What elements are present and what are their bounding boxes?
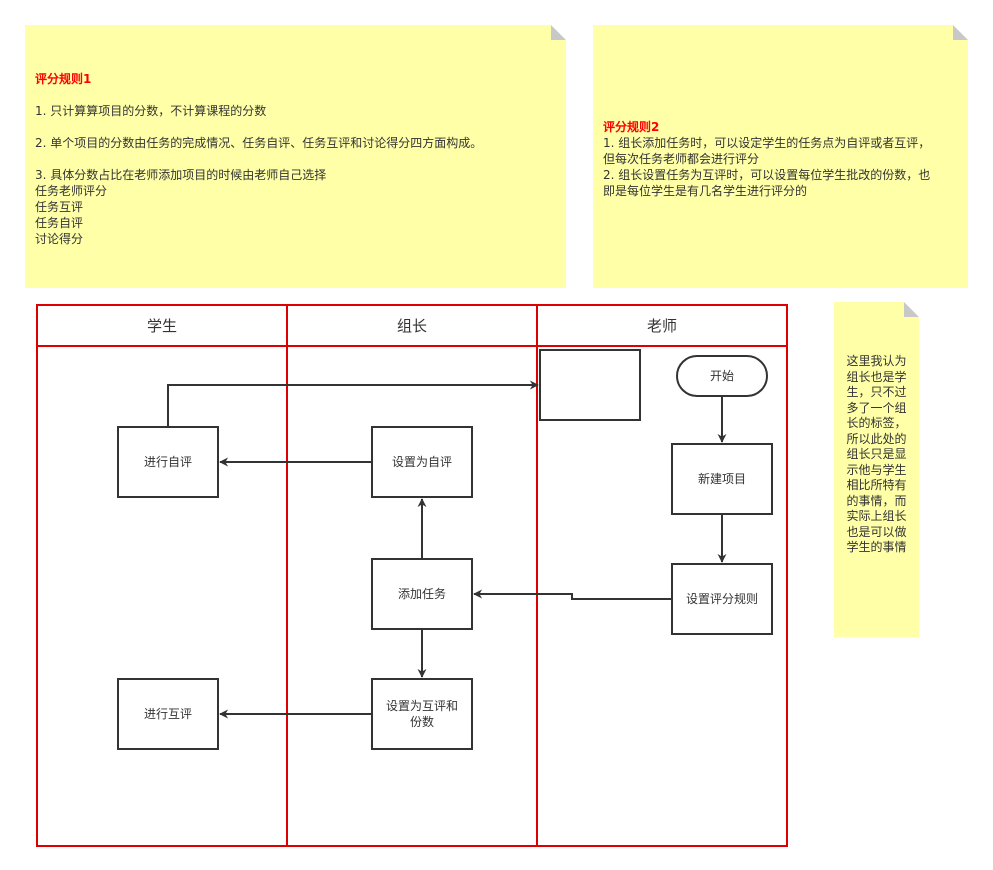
lane-teacher-label: 老师 [646, 317, 677, 335]
empty-box[interactable] [539, 349, 641, 421]
note-line: 相比所特有 [846, 478, 907, 492]
note-line: 的事情，而 [846, 493, 907, 508]
note-line: 组长只是显 [846, 447, 907, 461]
note-title: 评分规则2 [603, 120, 660, 134]
add-task-label: 添加任务 [397, 587, 446, 601]
start-label: 开始 [709, 369, 734, 383]
note-line: 即是每位学生是有几名学生进行评分的 [603, 184, 808, 198]
note-line: 这里我认为 [846, 354, 907, 368]
leader-comment-note: 这里我认为 组长也是学 生，只不过 多了一个组 长的标签， 所以此处的 组长只是… [834, 302, 919, 637]
note-line: 长的标签， [846, 416, 907, 430]
set-self-label: 设置为自评 [391, 455, 452, 469]
do-self-node[interactable] [117, 426, 219, 498]
set-rules-label: 设置评分规则 [685, 592, 758, 606]
note-line: 所以此处的 [846, 431, 907, 446]
note-line: 2. 单个项目的分数由任务的完成情况、任务自评、任务互评和讨论得分四方面构成。 [35, 136, 483, 150]
set-rules-node[interactable] [671, 563, 773, 635]
lane-leader-label: 组长 [396, 317, 427, 335]
note-fold-corner [953, 25, 968, 40]
note-fold-corner [904, 302, 919, 317]
scoring-rule-2-note: 评分规则2 1. 组长添加任务时，可以设定学生的任务点为自评或者互评， 但每次任… [593, 25, 968, 288]
new-project-node[interactable] [671, 443, 773, 515]
set-peer-label: 设置为互评和份数 [385, 699, 458, 729]
note-line: 1. 只计算算项目的分数，不计算课程的分数 [35, 104, 267, 118]
do-peer-label: 进行互评 [143, 707, 192, 721]
note-line: 1. 组长添加任务时，可以设定学生的任务点为自评或者互评， [603, 136, 931, 150]
note-fold-corner [551, 25, 566, 40]
note-line: 讨论得分 [35, 232, 84, 246]
edge-self-to-teacher [167, 380, 539, 427]
edge-rules-to-task [473, 589, 672, 600]
note-line: 生，只不过 [846, 385, 907, 399]
note-line: 3. 具体分数占比在老师添加项目的时候由老师自己选择 [35, 168, 327, 182]
note-line: 也是可以做 [846, 524, 907, 539]
note-line: 示他与学生 [846, 462, 907, 477]
note-line: 组长也是学 [846, 369, 907, 384]
note-line: 学生的事情 [846, 540, 907, 554]
swimlane-pool [36, 304, 788, 847]
add-task-node[interactable] [371, 558, 473, 630]
note-line: 任务互评 [35, 200, 84, 214]
lane-student-label: 学生 [146, 317, 177, 335]
note-line: 任务老师评分 [35, 184, 108, 198]
do-peer-node[interactable] [117, 678, 219, 750]
note-line: 实际上组长 [846, 509, 907, 523]
note-line: 2. 组长设置任务为互评时，可以设置每位学生批改的份数，也 [603, 168, 931, 182]
do-self-label: 进行自评 [143, 455, 192, 469]
note-line: 任务自评 [35, 216, 84, 230]
note-line: 但每次任务老师都会进行评分 [603, 152, 760, 166]
note-title: 评分规则1 [35, 72, 92, 86]
note-line: 多了一个组 [846, 400, 907, 415]
scoring-rule-1-note: 评分规则1 1. 只计算算项目的分数，不计算课程的分数 2. 单个项目的分数由任… [25, 25, 566, 288]
new-project-label: 新建项目 [697, 472, 746, 486]
